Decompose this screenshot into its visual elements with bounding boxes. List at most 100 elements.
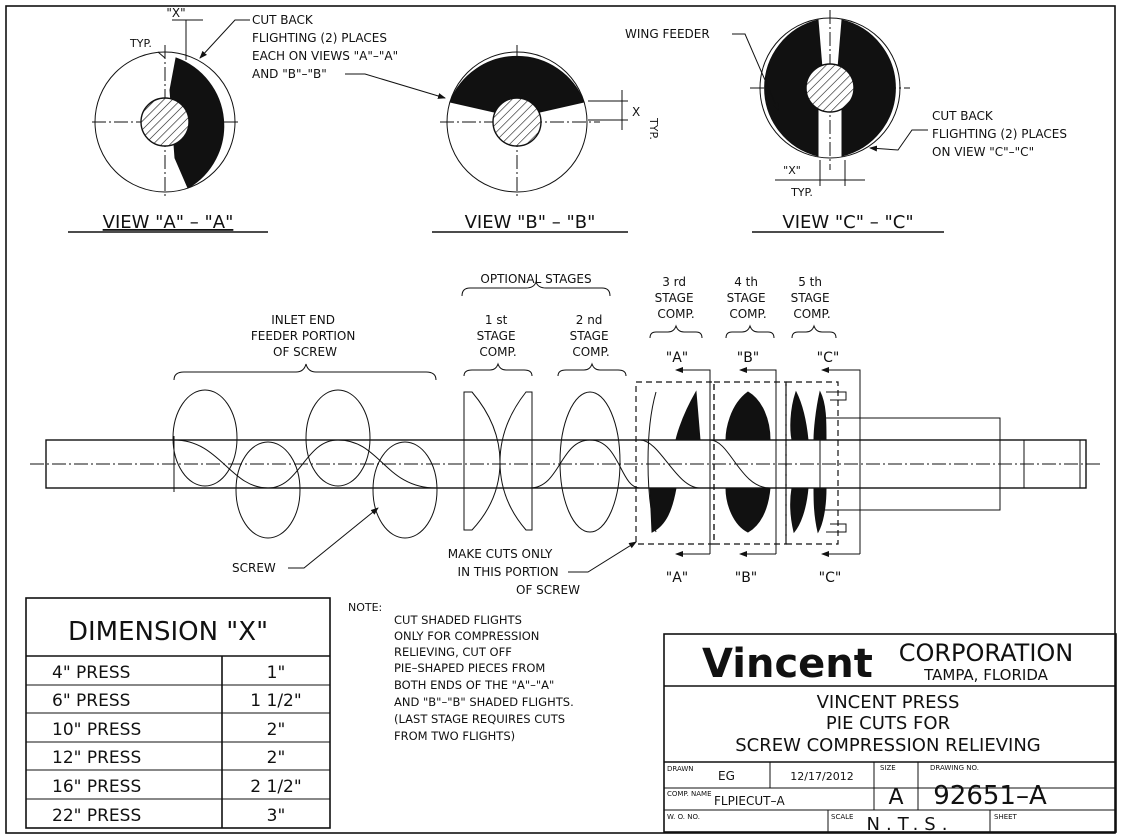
stage3-shaded-bottom — [649, 487, 677, 533]
note-line-1: CUT SHADED FLIGHTS — [394, 613, 522, 627]
view-c-x-label: "X" — [783, 164, 801, 177]
company-logo-text: Vincent — [702, 641, 873, 687]
corporation-label: CORPORATION — [899, 639, 1074, 667]
svg-text:2 nd STAGE COMP.: 2 nd STAGE COMP. — [570, 313, 613, 359]
cut-back-c-line-1: CUT BACK — [932, 109, 994, 123]
view-a-typ-label: TYP. — [129, 37, 152, 50]
stage3-line-1: 3 rd — [662, 275, 686, 289]
view-b-title: VIEW "B" – "B" — [465, 212, 596, 233]
stage4-shaded-top — [725, 391, 771, 441]
screw-elevation: "A" "B" "C" SCREW MAKE CUTS ONLY IN THIS… — [30, 367, 1100, 597]
stage5-shaded-bottom-right — [813, 487, 827, 534]
svg-text:1 st STAGE COMP.: 1 st STAGE COMP. — [477, 313, 520, 359]
drawing-no-label: DRAWING NO. — [930, 764, 979, 772]
dim-row-6-press: 22" PRESS — [52, 806, 141, 826]
cut-back-ab-line-1: CUT BACK — [252, 13, 314, 27]
stage5-section-label: "C" — [817, 350, 840, 366]
stage5-line-3: COMP. — [793, 307, 830, 321]
inlet-flight-2-top — [305, 389, 371, 487]
size-value: A — [888, 785, 903, 810]
stage2-line-3: COMP. — [572, 345, 609, 359]
note-line-4: PIE–SHAPED PIECES FROM — [394, 661, 545, 675]
dim-row-2-press: 6" PRESS — [52, 691, 130, 711]
cut-back-c-line-2: FLIGHTING (2) PLACES — [932, 127, 1067, 141]
wing-feeder-callout: WING FEEDER — [625, 27, 779, 111]
inlet-brace — [173, 363, 437, 381]
title-block: Vincent CORPORATION TAMPA, FLORIDA VINCE… — [663, 633, 1117, 835]
stage4-line-2: STAGE — [727, 291, 766, 305]
size-label: SIZE — [880, 764, 896, 772]
stage1-line-3: COMP. — [479, 345, 516, 359]
sheet-label: SHEET — [994, 813, 1018, 821]
note-line-7: (LAST STAGE REQUIRES CUTS — [394, 712, 565, 726]
inlet-flight-1-bottom — [235, 441, 301, 539]
stage4-line-3: COMP. — [729, 307, 766, 321]
view-b-section: X TYP. VIEW "B" – "B" — [432, 45, 660, 233]
svg-text:3 rd STAGE COMP.: 3 rd STAGE COMP. — [655, 275, 698, 321]
drawn-by: EG — [718, 769, 735, 783]
svg-text:CUT BACK FLIGHTING (2) P: CUT BACK FLIGHTING (2) PLACES EACH ON VI… — [252, 13, 402, 81]
note-line-8: FROM TWO FLIGHTS) — [394, 729, 515, 743]
stage3-line-2: STAGE — [655, 291, 694, 305]
note-line-2: ONLY FOR COMPRESSION — [394, 629, 539, 643]
comp-name: FLPIECUT–A — [714, 794, 785, 808]
wing-feeder-label: WING FEEDER — [625, 27, 710, 41]
make-cuts-line-3: OF SCREW — [516, 583, 580, 597]
stage5-line-2: STAGE — [791, 291, 830, 305]
inlet-flight-2-bottom — [372, 441, 438, 539]
stage3-shaded-top — [675, 390, 701, 441]
view-b-x-label: X — [632, 105, 640, 119]
dim-row-3-press: 10" PRESS — [52, 720, 141, 740]
cut-back-ab-line-3: EACH ON VIEWS "A"–"A" — [252, 49, 398, 63]
inlet-line-3: OF SCREW — [273, 345, 337, 359]
comp-name-label: COMP. NAME — [667, 790, 712, 798]
stage2-line-1: 2 nd — [576, 313, 603, 327]
note-block: NOTE: CUT SHADED FLIGHTS ONLY FOR COMPRE… — [348, 601, 577, 743]
dim-row-1-x: 1" — [267, 663, 286, 683]
stage2-line-2: STAGE — [570, 329, 609, 343]
stage5-shaded-top-right — [813, 390, 827, 441]
drawing-date: 12/17/2012 — [790, 770, 853, 783]
dim-row-4-x: 2" — [267, 748, 286, 768]
section-box-b — [713, 381, 787, 545]
view-b-shaft — [492, 97, 542, 147]
dim-row-6-x: 3" — [267, 806, 286, 826]
dim-row-5-x: 2 1/2" — [250, 777, 301, 797]
stage-labels: OPTIONAL STAGES INLET END FEEDER PORTION… — [173, 272, 840, 381]
section-b-bottom-label: "B" — [735, 570, 757, 586]
location-label: TAMPA, FLORIDA — [923, 666, 1048, 684]
stage4-section-label: "B" — [737, 350, 759, 366]
dim-row-5-press: 16" PRESS — [52, 777, 141, 797]
wo-label: W. O. NO. — [667, 813, 700, 821]
svg-text:4 th STAGE COMP.: 4 th STAGE COMP. — [727, 275, 770, 321]
view-a-section: "X" TYP. VIEW "A" – "A" — [68, 6, 268, 233]
dim-row-1-press: 4" PRESS — [52, 663, 130, 683]
cut-back-ab-line-4: AND "B"–"B" — [252, 67, 327, 81]
svg-text:CUT SHADED FLIGHTS ONLY: CUT SHADED FLIGHTS ONLY FOR COMPRESSION … — [394, 613, 577, 743]
view-a-x-label: "X" — [166, 6, 185, 20]
view-c-shaft — [805, 63, 855, 113]
view-b-typ-label: TYP. — [647, 117, 660, 140]
optional-stages-label: OPTIONAL STAGES — [480, 272, 591, 286]
make-cuts-line-2: IN THIS PORTION — [458, 565, 559, 579]
svg-text:MAKE CUTS ONLY IN THIS P: MAKE CUTS ONLY IN THIS PORTION OF SCREW — [448, 547, 580, 597]
note-line-5: BOTH ENDS OF THE "A"–"A" — [394, 678, 554, 692]
screw-label: SCREW — [232, 561, 276, 575]
section-box-c — [785, 381, 839, 545]
svg-text:INLET END FEEDER PORTION: INLET END FEEDER PORTION OF SCREW — [251, 313, 359, 359]
make-cuts-line-1: MAKE CUTS ONLY — [448, 547, 553, 561]
view-a-shaded-flight — [169, 57, 225, 189]
view-c-section: "X" TYP. VIEW "C" – "C" — [750, 10, 944, 233]
title-line-1: VINCENT PRESS — [817, 692, 960, 713]
cut-back-c-callout: CUT BACK FLIGHTING (2) PLACES ON VIEW "C… — [869, 109, 1067, 159]
cut-back-c-line-3: ON VIEW "C"–"C" — [932, 145, 1034, 159]
title-line-2: PIE CUTS FOR — [826, 713, 950, 734]
drawing-number: 92651–A — [933, 781, 1047, 811]
title-line-3: SCREW COMPRESSION RELIEVING — [735, 735, 1041, 756]
scale-label: SCALE — [831, 813, 853, 821]
stage3-line-3: COMP. — [657, 307, 694, 321]
dim-row-2-x: 1 1/2" — [250, 691, 301, 711]
view-a-title: VIEW "A" – "A" — [103, 212, 234, 233]
stage1-right-half — [499, 391, 533, 531]
